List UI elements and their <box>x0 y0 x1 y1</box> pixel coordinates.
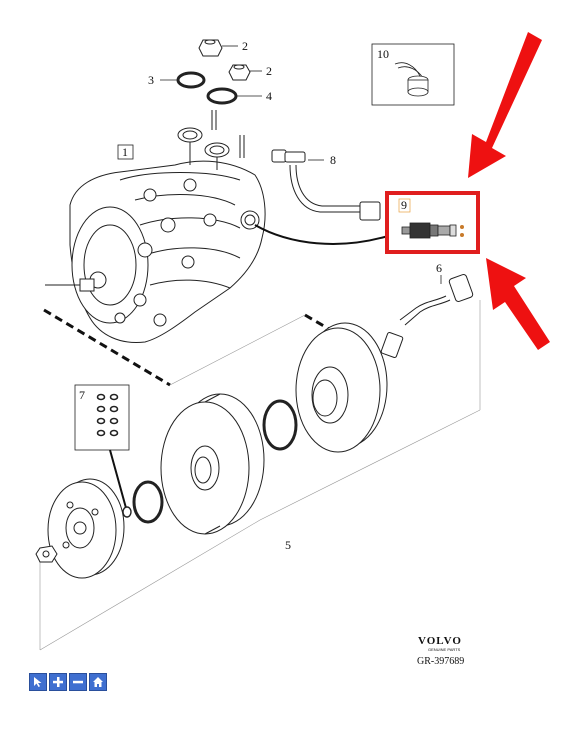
callout-2b: 2 <box>266 64 272 78</box>
callout-1: 1 <box>122 145 128 159</box>
nut-2b <box>228 64 251 81</box>
callout-5: 5 <box>285 538 291 552</box>
frame-lines <box>39 300 481 651</box>
part-9-label-box <box>398 198 411 213</box>
o-ring-4 <box>206 87 238 105</box>
volvo-logo-sub: GENUINE PARTS <box>428 647 461 652</box>
callout-6: 6 <box>436 261 442 275</box>
pointer-button[interactable] <box>29 673 47 691</box>
part-7-box <box>74 384 130 451</box>
callout-7: 7 <box>79 388 85 402</box>
compressor-ports <box>177 110 245 170</box>
callout-2a: 2 <box>242 39 248 53</box>
callout-3: 3 <box>148 73 154 87</box>
volvo-logo: VOLVO <box>418 635 462 647</box>
top-leaders <box>160 45 262 97</box>
minus-icon <box>73 680 83 684</box>
callout-9: 9 <box>401 198 407 212</box>
cursor-icon <box>34 677 42 687</box>
viewer-toolbar <box>29 673 107 691</box>
leader-7 <box>109 449 127 509</box>
snap-ring-1 <box>262 399 298 451</box>
zoom-in-button[interactable] <box>49 673 67 691</box>
plug-10 <box>394 62 429 97</box>
clutch-plate <box>47 478 125 579</box>
callout-10: 10 <box>377 47 389 61</box>
home-button[interactable] <box>89 673 107 691</box>
callout-4: 4 <box>266 89 272 103</box>
cable-9 <box>254 224 389 245</box>
harness-6 <box>380 273 474 359</box>
zoom-out-button[interactable] <box>69 673 87 691</box>
snap-ring-2 <box>132 480 164 524</box>
callout-8: 8 <box>330 153 336 167</box>
pulley <box>160 393 265 535</box>
o-ring-3 <box>176 71 206 89</box>
nut-2a <box>198 39 223 57</box>
red-arrow-bottom <box>486 258 550 350</box>
compressor-body <box>45 160 266 344</box>
red-arrow-top <box>468 32 542 178</box>
shim <box>122 506 132 518</box>
nut-clutch <box>35 545 58 563</box>
drawing-reference: GR-397689 <box>417 656 464 667</box>
home-icon <box>93 677 103 687</box>
connector-8 <box>271 149 381 221</box>
callout-1-box <box>117 144 134 160</box>
clutch-coil <box>295 322 388 453</box>
plus-icon <box>53 677 63 687</box>
control-valve-9 <box>401 222 464 239</box>
shims-7 <box>96 393 119 437</box>
